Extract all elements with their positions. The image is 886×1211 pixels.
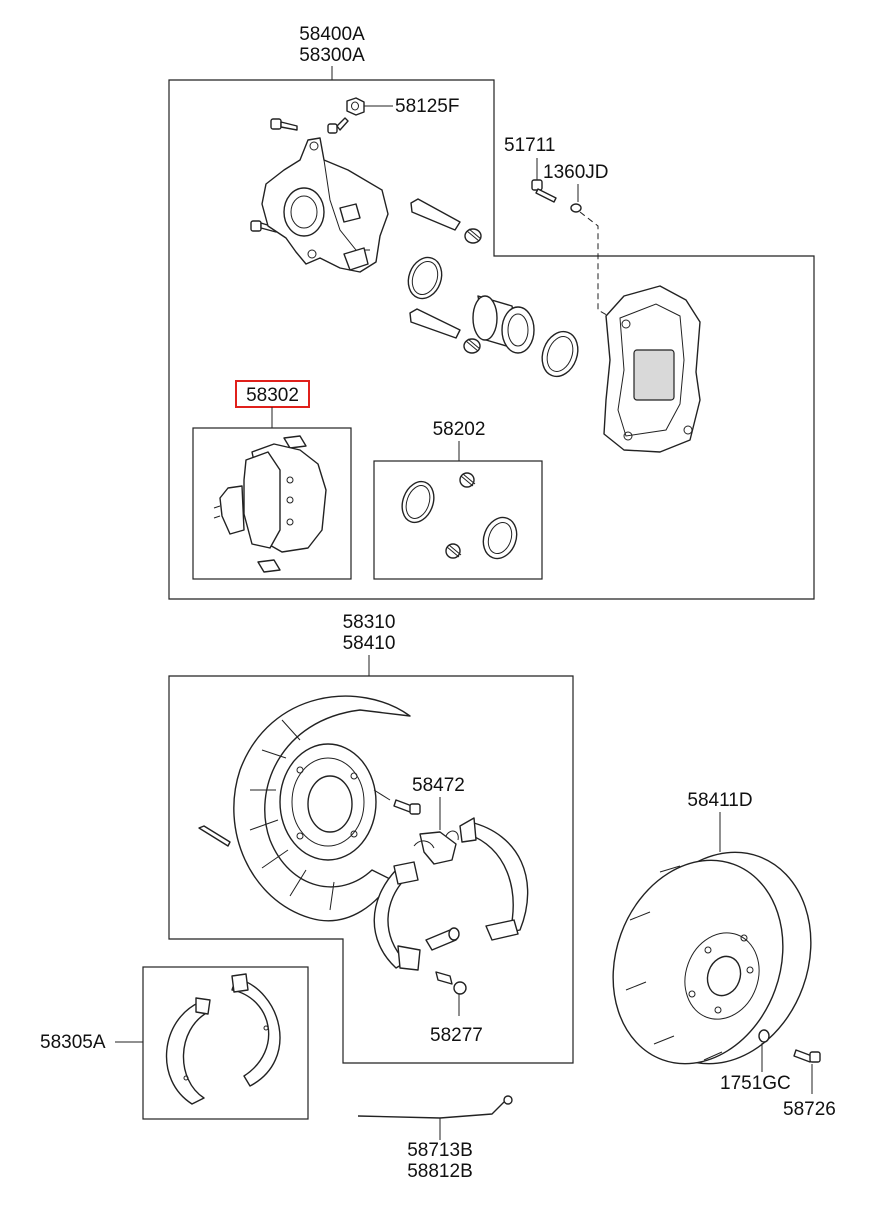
parking-cable-icon: [357, 1099, 507, 1119]
parking-shoe-icon: [373, 817, 529, 971]
bolt-58726-icon: [793, 1049, 821, 1063]
adjuster-icon: [425, 927, 467, 995]
seal-kit-frame: [373, 460, 543, 580]
guide-pin-icon: [409, 198, 482, 354]
label-1360jd[interactable]: 1360JD: [543, 162, 609, 183]
brake-disc-group: 58411D 1751GC 58726: [612, 790, 836, 1120]
label-58812b[interactable]: 58812B: [407, 1161, 473, 1182]
shoe-kit-frame: [142, 966, 309, 1120]
label-51711[interactable]: 51711: [504, 135, 555, 156]
caliper-body-icon: [261, 137, 389, 273]
backing-plate-group: 58310 58410 58472: [168, 612, 574, 1064]
label-58202[interactable]: 58202: [433, 419, 486, 440]
label-58411d[interactable]: 58411D: [687, 790, 752, 811]
label-58400a[interactable]: 58400A: [299, 24, 365, 45]
dust-shield-icon: [233, 695, 411, 922]
label-58300a[interactable]: 58300A: [299, 45, 365, 66]
label-58302[interactable]: 58302: [246, 385, 299, 406]
hold-down-pin-icon: [198, 825, 231, 847]
seal-kit-icon: [401, 472, 518, 560]
label-58410[interactable]: 58410: [343, 633, 396, 654]
piston-icon: [472, 295, 535, 354]
caliper-assembly-group: 58400A 58300A 58125F: [168, 24, 815, 600]
label-58305a[interactable]: 58305A: [40, 1032, 106, 1053]
washer-1751gc-icon: [758, 1029, 770, 1043]
label-58310[interactable]: 58310: [343, 612, 396, 633]
seal-ring-icon: [407, 256, 443, 300]
parking-cable-group: 58713B 58812B: [357, 1095, 513, 1182]
label-58277[interactable]: 58277: [430, 1025, 483, 1046]
label-1751gc[interactable]: 1751GC: [720, 1073, 791, 1094]
bolt-51711-icon: [531, 179, 557, 203]
label-58472[interactable]: 58472: [412, 775, 465, 796]
cable-end-icon: [503, 1095, 513, 1105]
pad-kit-frame: [192, 427, 352, 580]
dust-boot-icon: [541, 330, 579, 378]
brake-pad-icon: [213, 435, 327, 573]
shoe-pair-icon: [165, 973, 281, 1105]
label-58125f[interactable]: 58125F: [395, 96, 459, 117]
washer-1360jd-icon: [570, 203, 582, 213]
nut-icon: [346, 97, 365, 116]
lever-spring-icon: [413, 830, 459, 865]
caliper-bracket-icon: [603, 285, 701, 453]
label-58713b[interactable]: 58713B: [407, 1140, 473, 1161]
caliper-assembly-frame: [168, 79, 815, 600]
brake-disc-icon: [612, 851, 812, 1065]
backing-plate-frame: [168, 675, 574, 1064]
label-58726[interactable]: 58726: [783, 1099, 836, 1120]
bolt-58472-icon: [393, 799, 421, 815]
shoe-kit-group: 58305A: [40, 966, 309, 1120]
mount-dashed-line: [579, 211, 613, 319]
